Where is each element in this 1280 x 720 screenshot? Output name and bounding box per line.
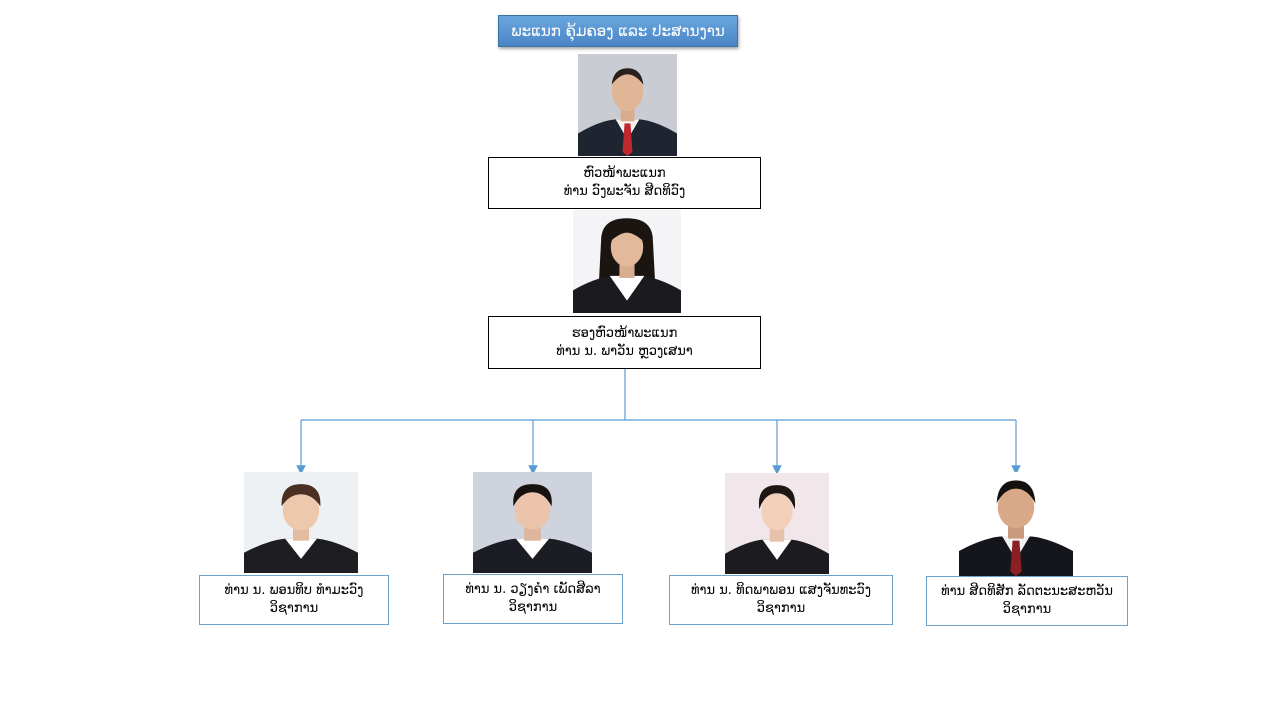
staff-4-role: ວິຊາການ <box>1002 602 1052 617</box>
staff-1-photo <box>244 472 358 573</box>
deputy-position: ຮອງຫົວໜ້າພະແນກ <box>571 325 678 341</box>
staff-3-box: ທ່ານ ນ. ທິດພາພອນ ແສງຈັນທະວົງ ວິຊາການ <box>669 575 893 625</box>
staff-2-photo <box>473 472 592 573</box>
head-name: ທ່ານ ວົງພະຈັນ ສີດທິວົງ <box>563 184 686 199</box>
head-box: ຫົວໜ້າພະແນກ ທ່ານ ວົງພະຈັນ ສີດທິວົງ <box>488 157 761 209</box>
head-position: ຫົວໜ້າພະແນກ <box>583 166 666 181</box>
department-title: ພະແນກ ຄຸ້ມຄອງ ແລະ ປະສານງານ <box>498 15 738 47</box>
staff-4-box: ທ່ານ ສີດທິສັກ ລັດຕະນະສະຫວັນ ວິຊາການ <box>926 576 1128 626</box>
head-photo <box>578 54 677 156</box>
staff-3-photo <box>725 473 829 574</box>
staff-1-role: ວິຊາການ <box>269 601 319 616</box>
staff-4-photo <box>959 472 1073 576</box>
staff-3-name: ທ່ານ ນ. ທິດພາພອນ ແສງຈັນທະວົງ <box>691 583 871 598</box>
staff-1-box: ທ່ານ ນ. ພອນທິບ ທຳມະວົງ ວິຊາການ <box>199 575 389 625</box>
staff-2-role: ວິຊາການ <box>508 600 558 615</box>
deputy-name: ທ່ານ ນ. ພາວັນ ຫຼວງເສນາ <box>556 343 693 359</box>
staff-1-name: ທ່ານ ນ. ພອນທິບ ທຳມະວົງ <box>224 583 364 598</box>
deputy-box: ຮອງຫົວໜ້າພະແນກ ທ່ານ ນ. ພາວັນ ຫຼວງເສນາ <box>488 316 761 369</box>
staff-2-name: ທ່ານ ນ. ວຽງຄຳ ເພັດສີລາ <box>465 582 601 597</box>
staff-3-role: ວິຊາການ <box>756 601 806 616</box>
staff-4-name: ທ່ານ ສີດທິສັກ ລັດຕະນະສະຫວັນ <box>941 584 1113 599</box>
deputy-photo <box>573 210 681 313</box>
department-title-text: ພະແນກ ຄຸ້ມຄອງ ແລະ ປະສານງານ <box>511 22 725 40</box>
staff-2-box: ທ່ານ ນ. ວຽງຄຳ ເພັດສີລາ ວິຊາການ <box>443 574 623 624</box>
